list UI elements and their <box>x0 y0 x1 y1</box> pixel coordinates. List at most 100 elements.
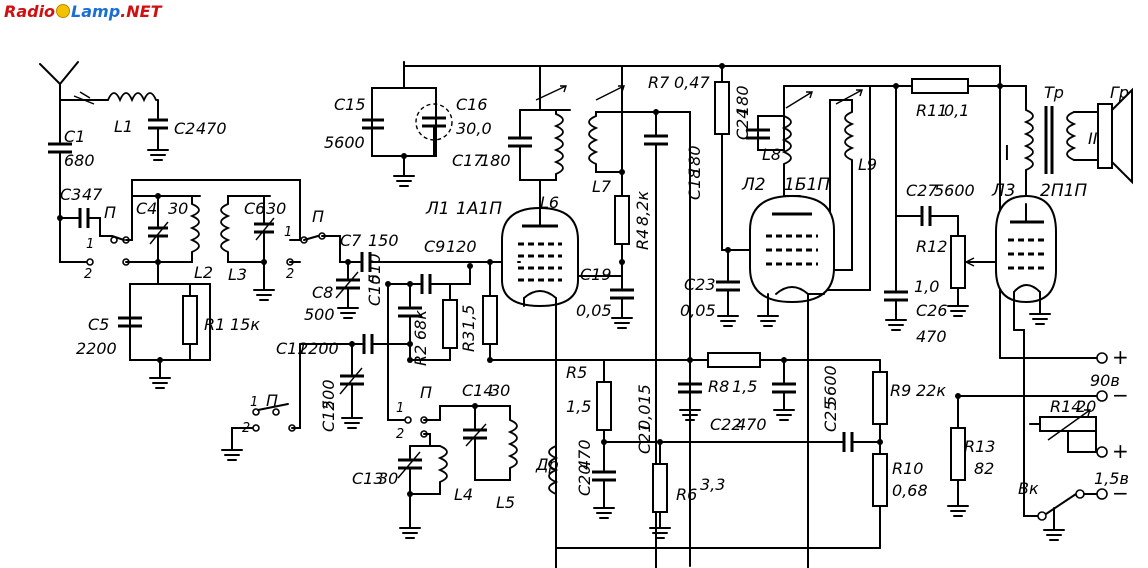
label-C26-value: 470 <box>916 327 947 346</box>
label-switch-P3: П <box>266 391 278 410</box>
label-C12: C12 <box>319 400 338 432</box>
label-C20: C20 <box>575 464 594 496</box>
label-R12: R12 <box>916 237 947 256</box>
label-C19-value: 0,05 <box>576 301 612 320</box>
label-R7-value: 0,47 <box>674 73 710 92</box>
label-C21-value: 0,015 <box>635 384 654 430</box>
label-tube-L3-type: 2П1П <box>1040 181 1087 201</box>
label-C24: C24 <box>733 108 752 140</box>
coil-L3 <box>220 203 231 253</box>
label-pos-2d: 2 <box>396 427 404 442</box>
label-C3: C3 <box>60 185 81 204</box>
label-C3-value: 47 <box>82 185 103 204</box>
label-C23-value: 0,05 <box>680 301 716 320</box>
label-C25-value: 5600 <box>821 365 840 406</box>
label-R7: R7 <box>648 73 670 92</box>
label-C10-value: 510 <box>365 253 384 284</box>
label-L9: L9 <box>858 155 877 174</box>
label-C10: C10 <box>365 274 384 306</box>
label-R6-value: 3,3 <box>700 475 725 494</box>
label-C16: C16 <box>456 95 488 114</box>
potentiometer-R12 <box>950 235 966 289</box>
resistor-R11 <box>911 78 969 94</box>
label-C4-value: 30 <box>168 199 188 218</box>
resistor-R9 <box>872 371 888 425</box>
coil-L9 <box>844 111 855 161</box>
label-C1-value: 680 <box>64 151 95 170</box>
label-transformer-Tr: Тр <box>1044 83 1064 102</box>
label-C18-value: 180 <box>685 145 704 176</box>
label-C24-value: 180 <box>733 85 752 116</box>
resistor-R8 <box>707 352 761 368</box>
label-switch-P2: П <box>312 207 324 226</box>
label-C5-value: 2200 <box>76 339 117 358</box>
transformer-Tr-primary <box>1023 109 1034 171</box>
label-C25: C25 <box>821 400 840 432</box>
label-battery-high: 90в <box>1090 371 1120 390</box>
bulb-icon <box>56 4 71 18</box>
label-C6-value: 30 <box>266 199 286 218</box>
transformer-Tr-secondary <box>1066 111 1077 161</box>
label-C14-value: 30 <box>490 381 510 400</box>
label-tube-L2: Л2 <box>741 175 766 195</box>
label-pos-1d: 1 <box>396 401 404 416</box>
label-C8: C8 <box>312 283 333 302</box>
label-C2-value: 470 <box>196 119 227 138</box>
resistor-R5 <box>596 381 612 431</box>
label-C16-value: 30,0 <box>456 119 492 138</box>
label-pos-1a: 1 <box>86 237 94 252</box>
label-switch-P1: П <box>104 203 116 222</box>
label-R8-value: 1,5 <box>732 377 757 396</box>
label-C9: C9 <box>424 237 445 256</box>
label-R3-value: 1,5 <box>459 305 478 330</box>
label-R11-value: 0,1 <box>944 101 969 120</box>
label-terminal-plus-lo: + <box>1112 439 1129 463</box>
label-L1: L1 <box>114 117 133 136</box>
label-L4: L4 <box>454 485 473 504</box>
label-R10-value: 0,68 <box>892 481 928 500</box>
label-C18: C18 <box>685 168 704 200</box>
label-battery-low: 1,5в <box>1094 469 1129 488</box>
label-C21: C21 <box>635 422 654 454</box>
label-pos-2a: 2 <box>84 267 92 282</box>
label-C1: C1 <box>64 127 85 146</box>
coil-L2 <box>189 203 200 253</box>
rheostat-R14 <box>1039 416 1097 432</box>
choke-Dr <box>548 445 559 495</box>
label-terminal-minus-lo: − <box>1112 481 1129 505</box>
label-terminal-plus-hi: + <box>1112 345 1129 369</box>
label-C22: C22 <box>710 415 742 434</box>
label-power-switch: Вк <box>1018 479 1039 498</box>
label-L8: L8 <box>762 145 781 164</box>
label-C13: C13 <box>352 469 384 488</box>
label-C15-value: 5600 <box>324 133 365 152</box>
antenna-icon <box>39 61 95 141</box>
label-C5: C5 <box>88 315 109 334</box>
label-C27: C27 <box>906 181 938 200</box>
resistor-R13 <box>950 427 966 481</box>
label-C23: C23 <box>684 275 716 294</box>
label-R2: R2 <box>411 345 430 366</box>
label-C2: C2 <box>174 119 195 138</box>
label-R4: R4 <box>633 229 652 250</box>
label-tube-L3: Л3 <box>991 181 1016 201</box>
label-C9-value: 120 <box>446 237 477 256</box>
label-C11-value: 2200 <box>298 339 339 358</box>
label-C13-value: 30 <box>378 469 398 488</box>
label-C6: C6 <box>244 199 265 218</box>
label-R9-value: 22к <box>916 381 946 400</box>
label-C15: C15 <box>334 95 366 114</box>
label-C14: C14 <box>462 381 494 400</box>
label-R11: R11 <box>916 101 947 120</box>
label-R9: R9 <box>890 381 911 400</box>
label-C12-value: 500 <box>319 379 338 410</box>
label-C20-value: 470 <box>575 439 594 470</box>
label-C27-value: 5600 <box>934 181 975 200</box>
label-tube-L2-type: 1Б1П <box>784 175 830 195</box>
label-C22-value: 470 <box>736 415 767 434</box>
label-R2-value: 68к <box>411 310 430 340</box>
coil-L6 <box>553 113 564 175</box>
label-switch-P4: П <box>420 383 432 402</box>
